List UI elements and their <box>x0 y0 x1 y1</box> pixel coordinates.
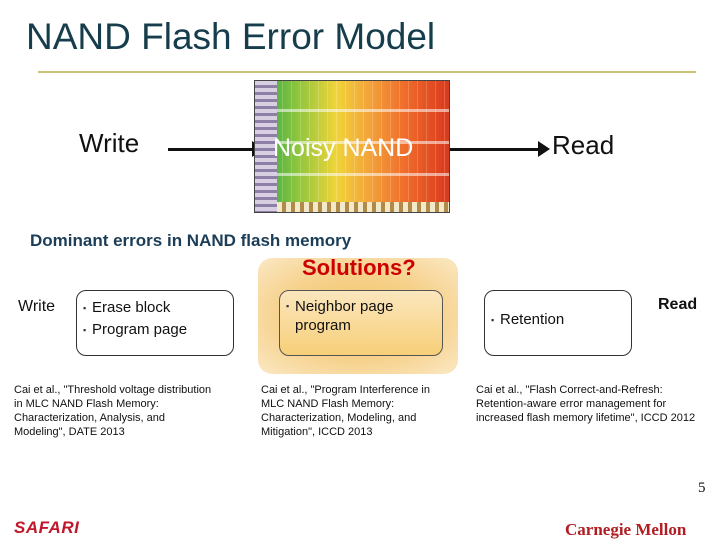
citation-right: Cai et al., "Flash Correct-and-Refresh: … <box>476 384 696 424</box>
read-arrow <box>450 141 550 157</box>
citation-middle: Cai et al., "Program Interference in MLC… <box>261 384 430 438</box>
title-divider <box>38 71 696 73</box>
chip-band <box>277 173 449 176</box>
top-read-label: Read <box>552 130 615 160</box>
top-write-label: Write <box>79 128 140 158</box>
chip-pads <box>277 202 449 212</box>
citation-left: Cai et al., "Threshold voltage distribut… <box>14 384 212 438</box>
erase-program-box: Erase block Program page <box>76 290 234 356</box>
solutions-label: Solutions? <box>302 255 416 280</box>
list-item: Erase block <box>83 297 227 319</box>
carnegie-mellon-logo: Carnegie Mellon <box>565 520 687 539</box>
safari-logo: SAFARI <box>14 518 80 537</box>
list-item: Retention <box>491 309 625 331</box>
retention-box: Retention <box>484 290 632 356</box>
nand-chip-image: Noisy NAND <box>254 80 450 213</box>
chip-band <box>277 141 449 144</box>
list-item: Program page <box>83 319 227 341</box>
neighbor-page-box: Neighbor page program <box>279 290 443 356</box>
bottom-read-label: Read <box>658 296 698 313</box>
chip-label: Noisy NAND <box>273 134 414 162</box>
chip-band <box>277 109 449 112</box>
subtitle: Dominant errors in NAND flash memory <box>30 231 352 250</box>
chip-edge <box>255 81 277 212</box>
write-arrow <box>168 141 264 157</box>
page-number: 5 <box>698 480 706 496</box>
bottom-write-label: Write <box>18 298 56 315</box>
list-item: Neighbor page program <box>286 297 436 335</box>
slide-title: NAND Flash Error Model <box>26 16 436 57</box>
